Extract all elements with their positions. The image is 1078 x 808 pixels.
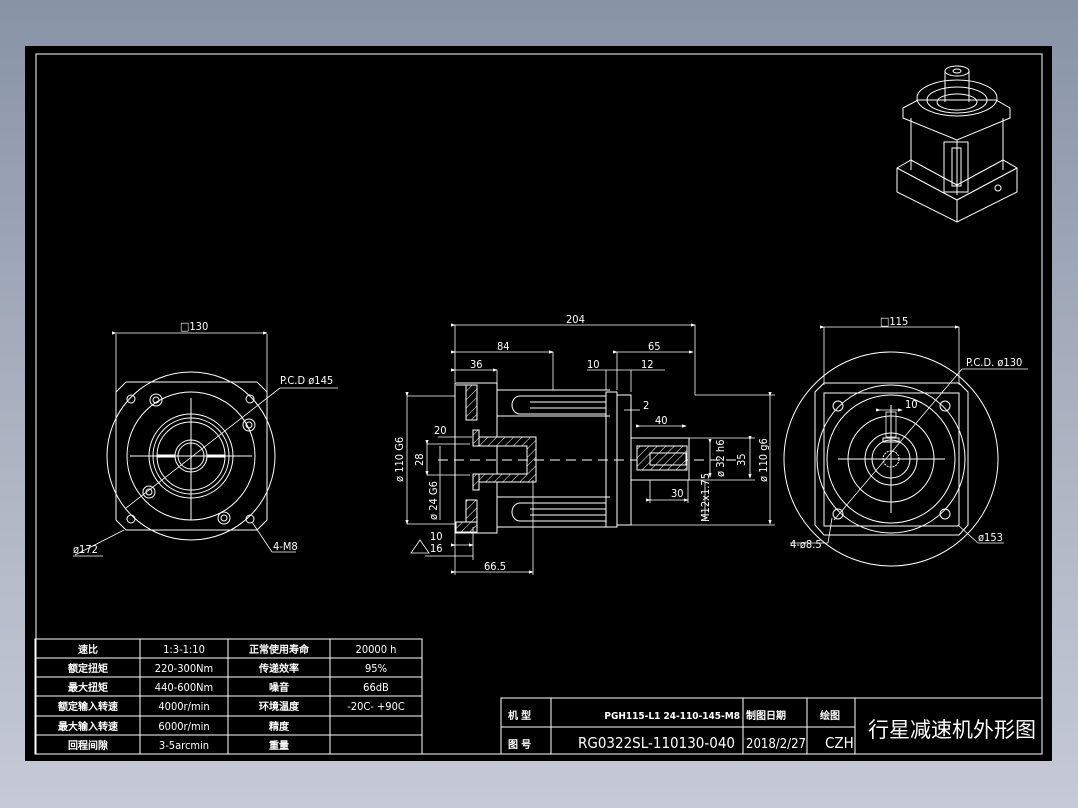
right-key-width: 10 (905, 398, 918, 411)
cad-drawing: □130 P.C.D ø145 ø172 4-M8 (34, 53, 1043, 755)
spec-table (34, 638, 423, 755)
spec-label-backlash: 回程间隙 (68, 739, 108, 752)
model-value: PGH115-L1 24-110-145-M8 (604, 711, 740, 722)
right-pcd-label: P.C.D. ø130 (966, 356, 1022, 369)
spec-value-ratio: 1:3-1:10 (163, 643, 205, 656)
dim-12: 12 (641, 358, 654, 371)
right-holes-label: 4-ø8.5 (790, 538, 822, 551)
spec-label-max-input-speed: 最大输入转速 (58, 720, 118, 733)
dim-40: 40 (655, 414, 668, 427)
spec-label-efficiency: 传递效率 (258, 662, 299, 675)
dim-10-bottom: 10 (430, 530, 443, 543)
spec-label-max-torque: 最大扭矩 (68, 681, 108, 694)
left-outer-dia-label: ø172 (73, 543, 98, 556)
dim-84: 84 (497, 340, 510, 353)
dim-35: 35 (735, 453, 748, 466)
drawer-value: CZH (825, 734, 854, 752)
spec-value-rated-input-speed: 4000r/min (158, 700, 209, 713)
dim-20: 20 (434, 424, 447, 437)
spec-label-weight: 重量 (269, 739, 289, 752)
spec-value-max-input-speed: 6000r/min (158, 720, 209, 733)
spec-value-noise: 66dB (363, 681, 389, 694)
spec-label-rated-torque: 额定扭矩 (68, 662, 108, 675)
spec-label-noise: 噪音 (269, 681, 289, 694)
spec-label-life: 正常使用寿命 (249, 643, 310, 656)
input-flange-front-view (73, 331, 338, 557)
isometric-gearbox-view (896, 65, 1018, 223)
spec-value-rated-torque: 220-300Nm (155, 662, 213, 675)
dim-65: 65 (648, 340, 661, 353)
title-block (500, 697, 1043, 755)
spec-label-precision: 精度 (269, 720, 290, 733)
right-square-dim: □115 (880, 315, 908, 328)
spec-label-rated-input-speed: 额定输入转速 (58, 700, 118, 713)
dim-overall-204: 204 (566, 313, 585, 326)
right-outer-dia-label: ø153 (978, 531, 1003, 544)
dim-2: 2 (643, 399, 649, 412)
spec-value-efficiency: 95% (365, 662, 387, 675)
spec-value-life: 20000 h (356, 643, 397, 656)
date-label: 制图日期 (746, 709, 786, 722)
date-value: 2018/2/27 (746, 737, 806, 752)
left-holes-label: 4-M8 (273, 540, 298, 553)
spec-value-ambient-temp: -20C- +90C (347, 700, 405, 713)
dim-dia110-g6-left: ø 110 G6 (393, 437, 406, 482)
dim-10-top: 10 (587, 358, 600, 371)
left-pcd-label: P.C.D ø145 (280, 374, 333, 387)
spec-value-max-torque: 440-600Nm (155, 681, 213, 694)
dim-thread: M12x1.75 (699, 473, 712, 522)
drawing-no-value: RG0322SL-110130-040 (578, 734, 735, 752)
dim-dia32-h6: ø 32 h6 (714, 440, 727, 478)
drawing-no-label: 图 号 (508, 739, 531, 751)
drawer-label: 绘图 (820, 709, 840, 722)
dim-dia110-g6-right: ø 110 g6 (757, 438, 770, 482)
dim-16: 16 (430, 542, 443, 555)
drawing-title: 行星减速机外形图 (868, 718, 1036, 742)
output-flange-front-view (783, 325, 1028, 567)
dim-dia24-g6: ø 24 G6 (427, 481, 440, 520)
dim-30: 30 (671, 487, 684, 500)
left-square-dim: □130 (180, 320, 208, 333)
side-section-view (405, 323, 775, 575)
model-label: 机 型 (508, 709, 531, 722)
dim-28: 28 (413, 453, 426, 466)
spec-value-backlash: 3-5arcmin (159, 739, 209, 752)
dim-66-5: 66.5 (484, 560, 506, 573)
drawing-sheet: □130 P.C.D ø145 ø172 4-M8 (25, 46, 1052, 761)
spec-label-ratio: 速比 (78, 643, 98, 656)
spec-label-ambient-temp: 环境温度 (259, 700, 300, 713)
dim-36: 36 (470, 358, 483, 371)
